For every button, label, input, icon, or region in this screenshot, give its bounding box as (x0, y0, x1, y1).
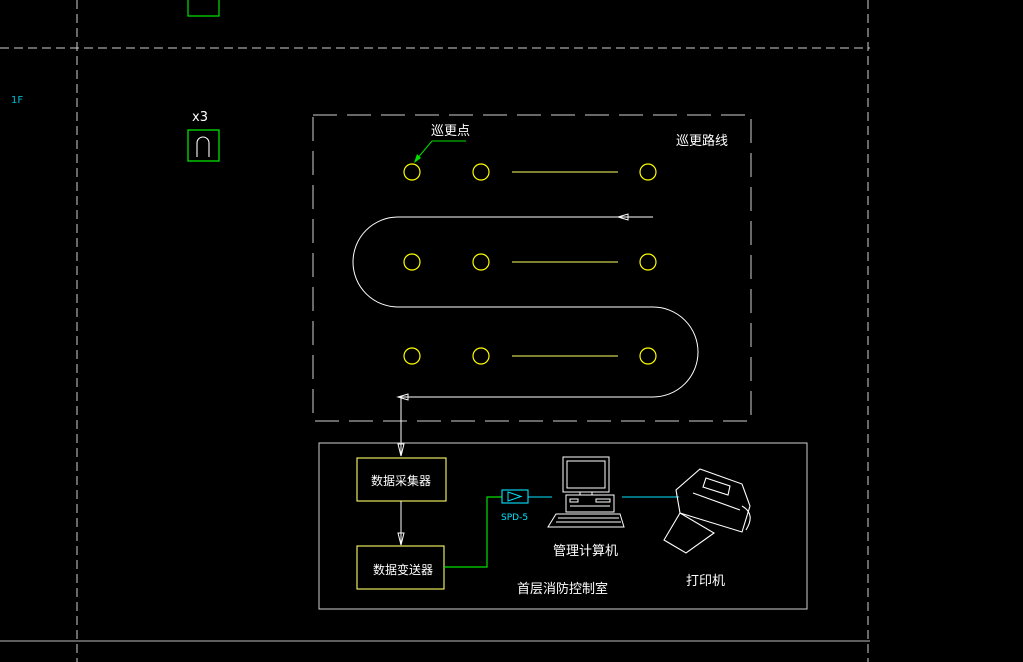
route-arrowhead-top (616, 213, 629, 221)
patrol-point (472, 347, 490, 365)
management-computer-icon (547, 456, 625, 528)
patrol-point (639, 253, 657, 271)
transmitter-to-converter-link (444, 496, 502, 568)
patrol-station-icon (187, 129, 220, 162)
data-transmitter-label: 数据变送器 (373, 562, 433, 577)
multiplier-label: x3 (192, 110, 208, 125)
converter-symbol (507, 491, 523, 502)
floor-label: 1F (11, 95, 23, 106)
converter-label: SPD-5 (501, 513, 528, 523)
collector-arrowhead (397, 443, 405, 457)
control-room-boundary (318, 442, 808, 610)
printer-icon (663, 468, 751, 554)
patrol-point (639, 163, 657, 181)
converter-box (501, 489, 529, 504)
patrol-route-label: 巡更路线 (676, 133, 728, 149)
control-room-label: 首层消防控制室 (517, 581, 608, 597)
patrol-point (403, 163, 421, 181)
leader-arrowhead (414, 154, 421, 163)
printer-label: 打印机 (686, 574, 725, 589)
patrol-point (472, 163, 490, 181)
patrol-points (403, 163, 657, 365)
transmitter-arrowhead (397, 532, 405, 546)
route-arrowhead-bottom (396, 393, 409, 401)
patrol-point (403, 253, 421, 271)
drawing-frame (0, 0, 870, 662)
symbol-partial-top (187, 0, 220, 17)
patrol-route-path (352, 216, 699, 398)
patrol-point-row-lines (512, 171, 618, 357)
patrol-point-leader (415, 140, 466, 161)
patrol-point (472, 253, 490, 271)
computer-label: 管理计算机 (553, 544, 618, 559)
patrol-point (639, 347, 657, 365)
patrol-point (403, 347, 421, 365)
patrol-point-label: 巡更点 (431, 124, 470, 139)
data-collector-label: 数据采集器 (371, 473, 431, 488)
patrol-area-boundary (312, 114, 752, 422)
